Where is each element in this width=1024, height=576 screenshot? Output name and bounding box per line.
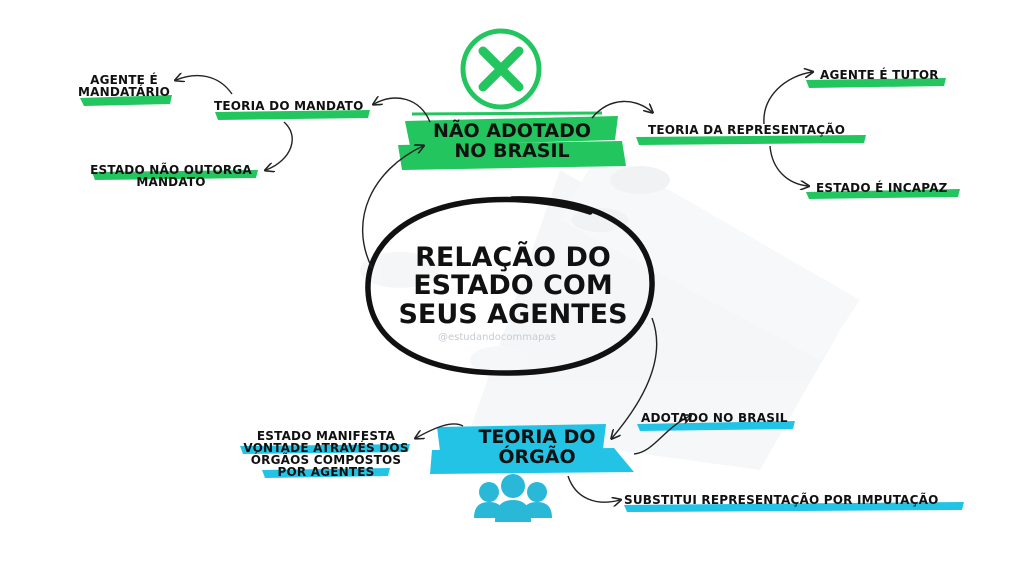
not-adopted-highlight: [398, 111, 626, 170]
organ-theory-title: TEORIA DO ÓRGÃO: [452, 426, 622, 468]
center-title-line-2: ESTADO COM: [413, 270, 613, 302]
connector-representation-to-incapaz: [769, 145, 808, 186]
mandate-theory-label: TEORIA DO MANDATO: [214, 99, 364, 113]
center-circle: [365, 196, 655, 376]
state-no-mandate-line-2: MANDATO: [136, 175, 206, 189]
connector-center-to-organ: [612, 317, 658, 438]
connector-organ-to-imputation: [567, 475, 620, 502]
will-line-3: ÓRGÃOS COMPOSTOS: [250, 453, 402, 467]
organ-theory-line-2: ÓRGÃO: [498, 445, 576, 468]
representation-theory-label: TEORIA DA REPRESENTAÇÃO: [648, 123, 846, 137]
state-no-mandate-line-1: ESTADO NÃO OUTORGA: [90, 163, 252, 177]
will-line-2: VONTADE ATRAVÉS DOS: [243, 441, 409, 455]
connectors: [176, 72, 812, 502]
not-adopted-line-2: NO BRASIL: [454, 139, 570, 162]
imputation-label: SUBSTITUI REPRESENTAÇÃO POR IMPUTAÇÃO: [624, 493, 939, 507]
background-mindmap-graphic: [360, 150, 860, 470]
x-circle-icon: [460, 28, 542, 110]
agent-mandatary-line-2: MANDATÁRIO: [77, 85, 171, 99]
adopted-in-brazil-label: ADOTADO NO BRASIL: [641, 411, 788, 425]
will-line-1: ESTADO MANIFESTA: [256, 429, 396, 443]
will-line-4: POR AGENTES: [277, 465, 375, 479]
connector-representation-to-tutor: [763, 72, 812, 125]
agent-tutor-label: AGENTE É TUTOR: [820, 68, 939, 82]
people-group-icon: [474, 474, 552, 522]
agent-mandatary-line-1: AGENTE É: [90, 73, 158, 87]
center-title-line-3: SEUS AGENTES: [398, 298, 628, 330]
adopted-highlight: [430, 424, 634, 474]
organ-theory-line-1: TEORIA DO: [478, 426, 596, 448]
not-adopted-title: NÃO ADOTADO NO BRASIL: [412, 120, 612, 162]
state-incapable-label: ESTADO É INCAPAZ: [816, 181, 948, 195]
connector-not-adopted-to-mandate: [374, 98, 431, 123]
state-no-mandate-label: ESTADO NÃO OUTORGA MANDATO: [82, 164, 260, 188]
not-adopted-line-1: NÃO ADOTADO: [432, 120, 592, 142]
center-title-line-1: RELAÇÃO DO: [415, 242, 611, 273]
will-through-organs-label: ESTADO MANIFESTA VONTADE ATRAVÉS DOS ÓRG…: [236, 430, 416, 478]
connector-organ-to-will: [416, 423, 464, 438]
connector-organ-to-adopted: [633, 416, 690, 455]
connector-center-to-not-adopted: [362, 146, 423, 269]
connector-mandate-to-agent: [176, 76, 233, 95]
agent-mandatary-label: AGENTE É MANDATÁRIO: [72, 74, 176, 98]
watermark: @estudandocommapas: [438, 332, 556, 343]
connector-not-adopted-to-representation: [591, 100, 652, 119]
connector-mandate-to-estado: [266, 121, 293, 170]
center-title: RELAÇÃO DO ESTADO COM SEUS AGENTES: [388, 242, 638, 330]
